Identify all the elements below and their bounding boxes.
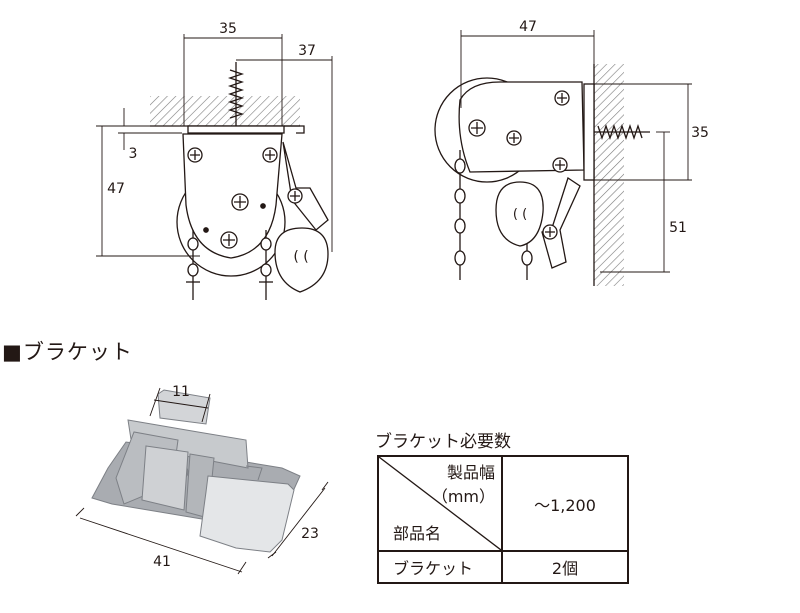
screw-icon [227, 62, 245, 128]
side-dim-51: 51 [669, 220, 687, 236]
bracket-requirement-table: 製品幅 （mm） 部品名 ～1,200 ブラケット 2個 [377, 455, 629, 584]
front-dim-37: 37 [298, 43, 316, 59]
range-value-cell: ～1,200 [501, 455, 629, 552]
svg-text:( (: ( ( [293, 249, 308, 265]
bracket-illustration: 11 41 23 [75, 384, 329, 575]
side-dim-35: 35 [691, 125, 709, 141]
table-header-row: 製品幅 （mm） 部品名 ～1,200 [377, 455, 629, 552]
front-dim-3: 3 [129, 146, 138, 162]
bracket-part [91, 389, 301, 553]
svg-text:( (: ( ( [513, 207, 527, 222]
header-diagonal-cell: 製品幅 （mm） 部品名 [377, 455, 503, 552]
header-part-name: 部品名 [393, 524, 442, 543]
wall-hatch [594, 64, 624, 286]
header-product-width: 製品幅 [446, 463, 495, 482]
knob-icon [495, 181, 544, 247]
bracket-dim-23: 23 [301, 526, 319, 542]
cover-screw-icon [187, 147, 278, 249]
mechanism-cover [182, 133, 283, 259]
lever-icon [282, 141, 329, 231]
side-view-drawing: ( ( [434, 30, 692, 286]
row-label-bracket: ブラケット [377, 550, 503, 584]
lever-icon [541, 176, 581, 269]
side-dim-47: 47 [519, 19, 537, 35]
screw-icon [594, 123, 650, 141]
section-heading: ■ブラケット [2, 340, 133, 364]
front-dim-35: 35 [219, 21, 237, 37]
knob-icon [274, 227, 329, 293]
table-row: ブラケット 2個 [377, 550, 629, 584]
ceiling-hatch [150, 96, 300, 126]
bracket-dim-41: 41 [153, 554, 171, 570]
front-dim-47: 47 [107, 181, 125, 197]
plastic-slider [199, 475, 295, 553]
front-view-drawing: ( ( [96, 34, 333, 300]
header-unit: （mm） [431, 487, 495, 506]
table-title: ブラケット必要数 [375, 432, 511, 452]
row-value-count: 2個 [501, 550, 629, 584]
bead-chain [186, 230, 273, 300]
cover-screw-icon [468, 90, 570, 173]
installation-diagrams: ( ( 35 37 3 47 [96, 19, 709, 300]
diagonal-divider [379, 457, 501, 550]
bracket-dim-11: 11 [172, 384, 190, 400]
